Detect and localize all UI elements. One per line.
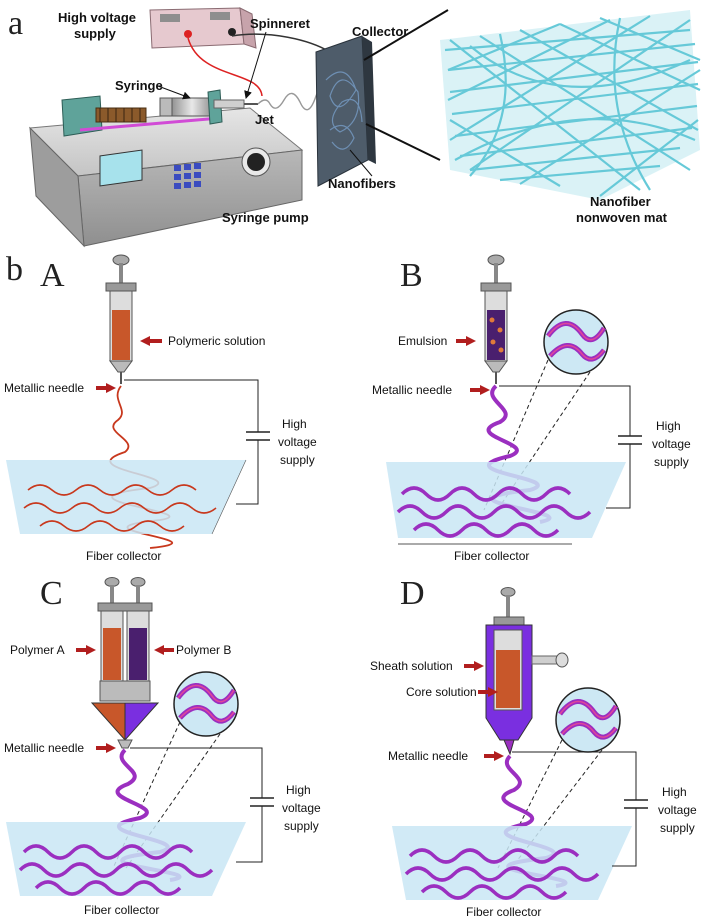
needle-label-B: Metallic needle bbox=[372, 383, 452, 397]
zoom-circle-B bbox=[543, 309, 609, 375]
ground-wire bbox=[231, 33, 331, 53]
collector-D bbox=[392, 826, 632, 900]
hv-B-line2: voltage bbox=[652, 437, 691, 451]
syringe-pump bbox=[28, 89, 304, 248]
jet-label: Jet bbox=[255, 112, 274, 127]
subpanel-C-letter: C bbox=[40, 575, 63, 612]
panel-a-letter: a bbox=[8, 5, 23, 42]
subpanel-B-letter: B bbox=[400, 257, 423, 294]
subpanel-D: D Sheath solution Core solution bbox=[370, 575, 697, 919]
emulsion-label: Emulsion bbox=[398, 334, 447, 348]
hv-B-line3: supply bbox=[654, 455, 689, 469]
sheath-solution-label: Sheath solution bbox=[370, 659, 453, 673]
nanofiber-mat bbox=[440, 10, 701, 200]
syringe-pump-label: Syringe pump bbox=[222, 210, 309, 225]
hv-C-line1: High bbox=[286, 783, 311, 797]
syringe-A bbox=[105, 254, 137, 384]
hv-A-line3: supply bbox=[280, 453, 315, 467]
hv-D-line1: High bbox=[662, 785, 687, 799]
polymer-a-label: Polymer A bbox=[10, 643, 65, 657]
panel-a: a High voltage supply bbox=[8, 5, 701, 248]
spinneret-label: Spinneret bbox=[250, 16, 311, 31]
mat-label-line1: Nanofiber bbox=[590, 194, 651, 209]
mat-label-line2: nonwoven mat bbox=[576, 210, 668, 225]
subpanel-A: A Polymeric solution Metallic needle Hig… bbox=[4, 254, 317, 563]
collector-B bbox=[386, 462, 626, 538]
hv-B-line1: High bbox=[656, 419, 681, 433]
collector-A bbox=[6, 460, 246, 534]
hv-D-line2: voltage bbox=[658, 803, 697, 817]
high-voltage-label-line1: High voltage bbox=[58, 10, 136, 25]
needle-label-A: Metallic needle bbox=[4, 381, 84, 395]
subpanel-B: B Emulsion bbox=[372, 254, 691, 563]
collector-label-B: Fiber collector bbox=[454, 549, 529, 563]
syringe-B bbox=[480, 254, 512, 384]
high-voltage-label-line2: supply bbox=[74, 26, 117, 41]
subpanel-A-letter: A bbox=[40, 257, 65, 294]
polymer-b-label: Polymer B bbox=[176, 643, 231, 657]
panel-b-letter: b bbox=[6, 251, 23, 288]
dual-syringe-C bbox=[90, 577, 160, 749]
collector-plate bbox=[315, 35, 376, 187]
needle-label-D: Metallic needle bbox=[388, 749, 468, 763]
hv-A-line1: High bbox=[282, 417, 307, 431]
subpanel-D-letter: D bbox=[400, 575, 425, 612]
core-solution-label: Core solution bbox=[406, 685, 477, 699]
high-voltage-supply-box bbox=[149, 7, 257, 49]
collector-label-C: Fiber collector bbox=[84, 903, 159, 917]
positive-wire bbox=[187, 37, 263, 97]
zoom-circle-C bbox=[173, 671, 239, 737]
collector-label: Collector bbox=[352, 24, 408, 39]
collector-C bbox=[6, 822, 246, 896]
hv-C-line3: supply bbox=[284, 819, 319, 833]
nanofibers-label: Nanofibers bbox=[328, 176, 396, 191]
polymeric-solution-label: Polymeric solution bbox=[168, 334, 265, 348]
zoom-circle-D bbox=[555, 687, 621, 753]
syringe-label: Syringe bbox=[115, 78, 163, 93]
coaxial-syringe-D bbox=[485, 587, 569, 756]
subpanel-C: C Polymer A bbox=[4, 575, 321, 917]
hv-D-line3: supply bbox=[660, 821, 695, 835]
collector-label-A: Fiber collector bbox=[86, 549, 161, 563]
collector-label-D: Fiber collector bbox=[466, 905, 541, 919]
hv-A-line2: voltage bbox=[278, 435, 317, 449]
hv-C-line2: voltage bbox=[282, 801, 321, 815]
needle-label-C: Metallic needle bbox=[4, 741, 84, 755]
